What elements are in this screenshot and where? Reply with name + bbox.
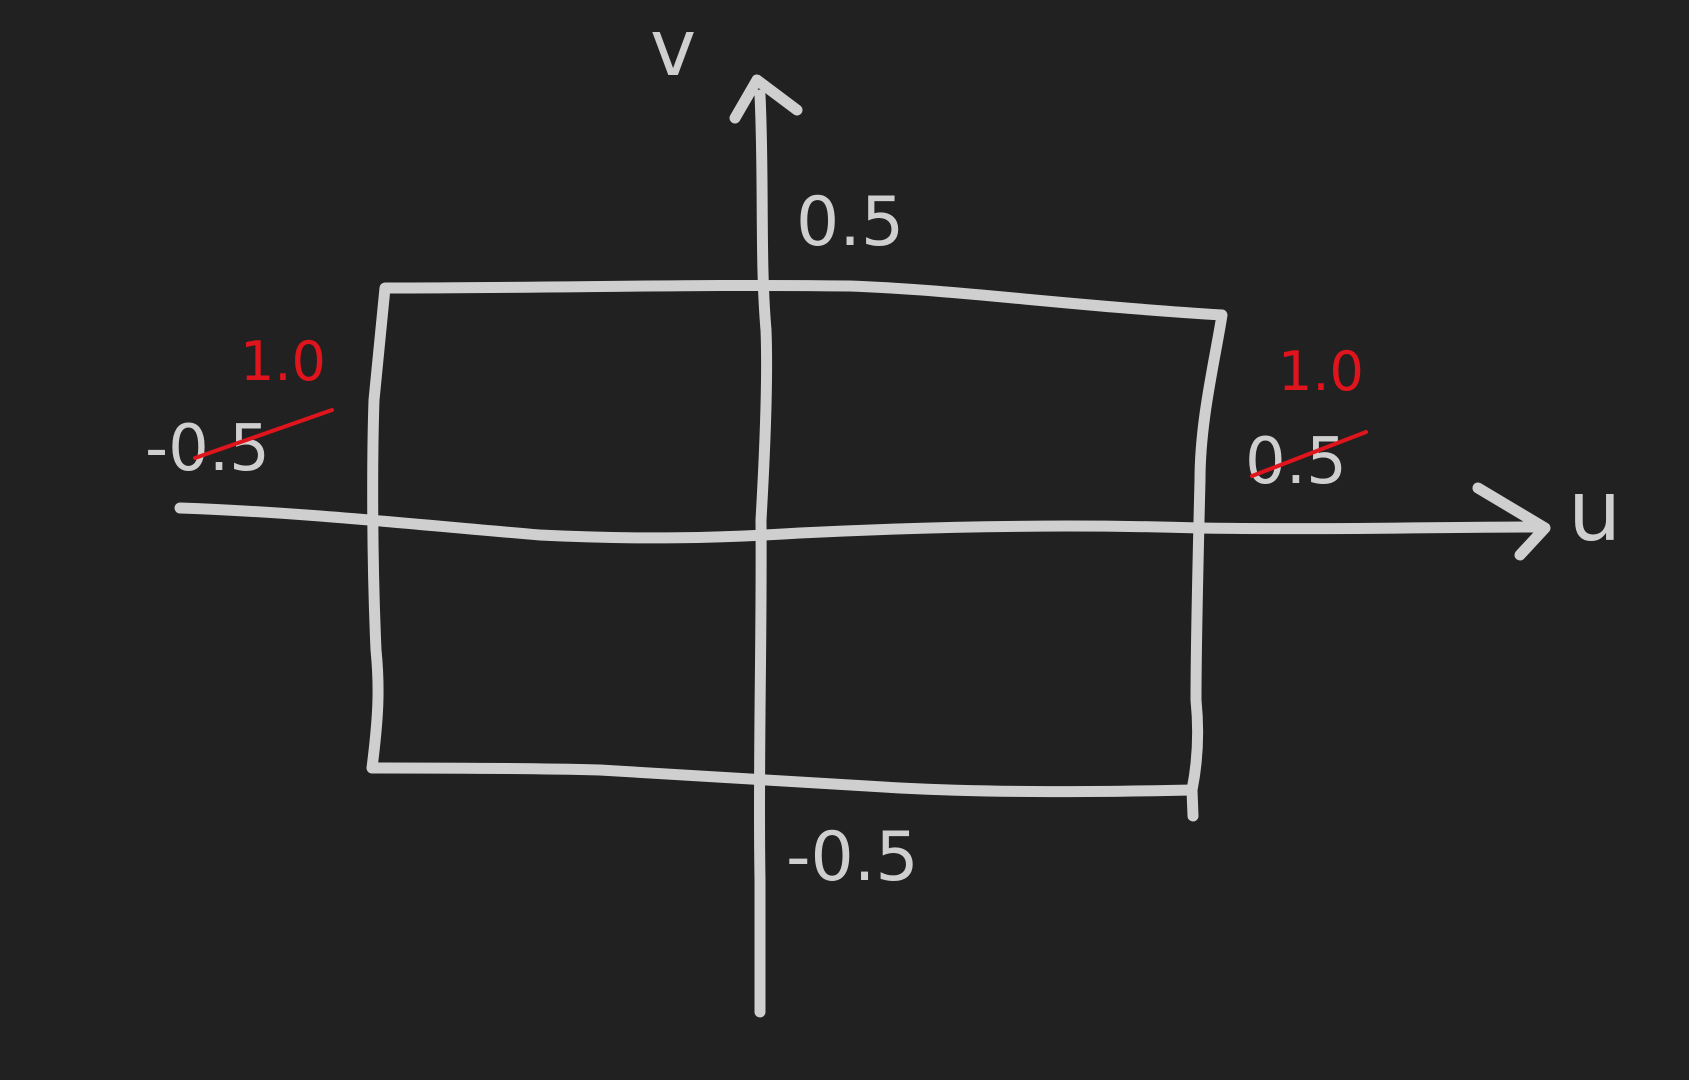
v-axis-arrowhead-icon: [729, 74, 803, 124]
right-struck-value: 0.5: [1245, 425, 1347, 499]
v-axis-label: v: [650, 4, 696, 94]
u-axis-label: u: [1568, 462, 1621, 560]
rectangle-corner-tick: [1186, 784, 1199, 822]
v-axis-line: [753, 89, 773, 1018]
u-axis-arrowhead-icon: [1472, 482, 1551, 561]
unit-rectangle: [366, 279, 1228, 798]
u-axis-line: [174, 502, 1546, 544]
bottom-value-label: -0.5: [786, 818, 919, 897]
top-value-label: 0.5: [796, 183, 904, 262]
right-corrected-value: 1.0: [1278, 340, 1364, 403]
left-strikethrough: [193, 408, 334, 460]
left-struck-value: -0.5: [145, 412, 270, 486]
left-corrected-value: 1.0: [240, 330, 326, 393]
right-strikethrough: [1250, 430, 1368, 478]
